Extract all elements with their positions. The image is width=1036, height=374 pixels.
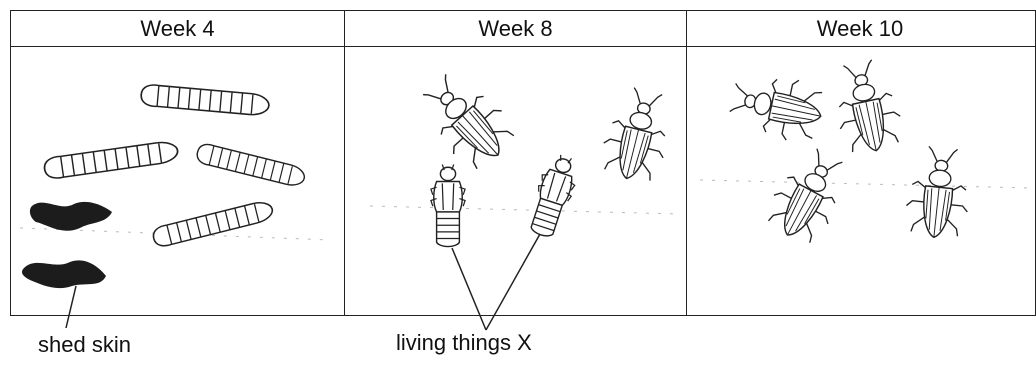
cell-week-8: [345, 47, 687, 315]
header-week-8: Week 8: [345, 11, 687, 46]
cell-week-4: [11, 47, 345, 315]
header-week-4: Week 4: [11, 11, 345, 46]
table-body-row: [11, 47, 1035, 315]
observation-table: Week 4 Week 8 Week 10: [10, 10, 1036, 316]
table-header-row: Week 4 Week 8 Week 10: [11, 11, 1035, 47]
shed-skin-label: shed skin: [38, 332, 131, 358]
cell-week-10: [687, 47, 1033, 315]
living-things-x-label: living things X: [396, 330, 532, 356]
header-week-10: Week 10: [687, 11, 1033, 46]
